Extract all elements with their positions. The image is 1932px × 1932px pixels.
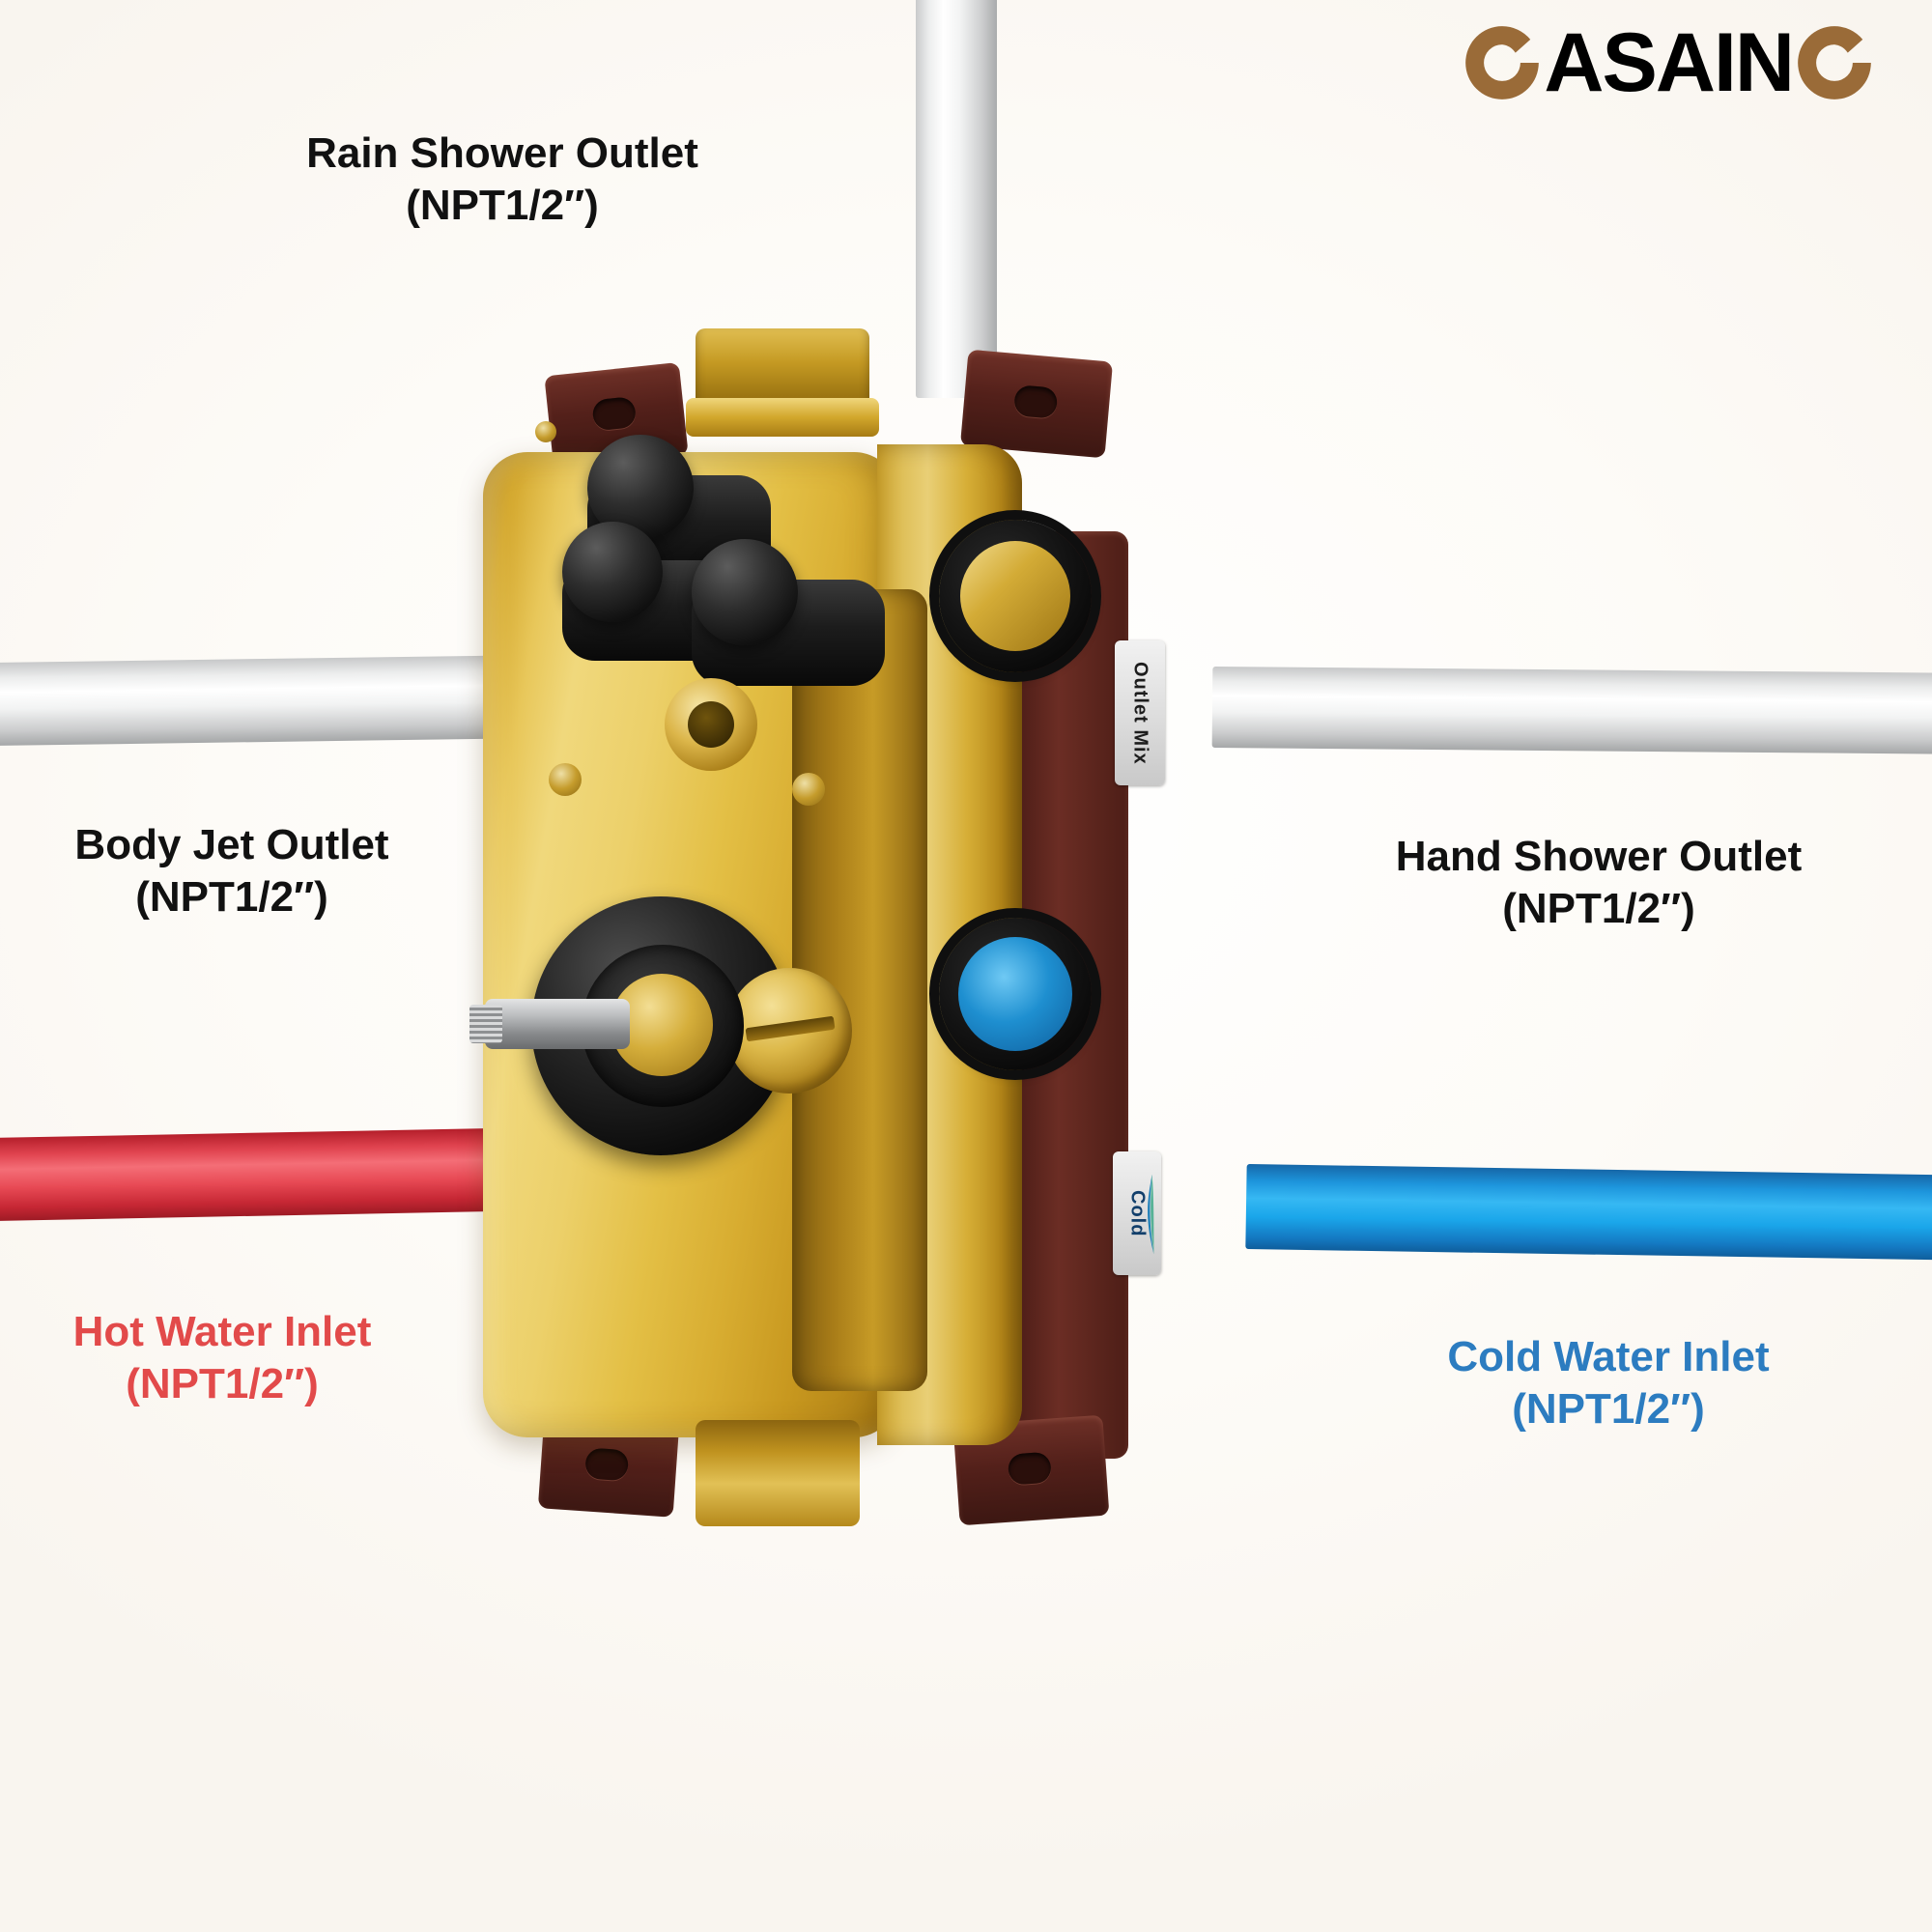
body-jet-pipe (0, 655, 532, 746)
callout-body-jet-outlet: Body Jet Outlet (NPT1/2″) (29, 819, 435, 923)
logo-wordmark: ASAIN (1544, 16, 1795, 109)
valve-face-bore (688, 701, 734, 748)
cold-label-text: Cold (1126, 1189, 1149, 1237)
cold-swoosh-icon (1148, 1174, 1154, 1255)
logo-o-mark-icon (1793, 21, 1876, 104)
diverter-knob-3 (692, 539, 798, 645)
logo-c-mark-icon (1461, 21, 1544, 104)
bottom-port (696, 1420, 860, 1526)
callout-body-jet-title: Body Jet Outlet (74, 821, 389, 868)
callout-hot-water-spec: (NPT1/2″) (126, 1359, 319, 1407)
callout-rain-title: Rain Shower Outlet (306, 129, 698, 177)
callout-cold-water-inlet: Cold Water Inlet (NPT1/2″) (1381, 1331, 1835, 1435)
outlet-mix-label-text: Outlet Mix (1129, 661, 1151, 765)
callout-hot-water-inlet: Hot Water Inlet (NPT1/2″) (29, 1306, 415, 1409)
rain-shower-pipe (916, 0, 997, 398)
cold-inlet-port-bore (958, 937, 1072, 1051)
diverter-knob-2 (562, 522, 663, 622)
rain-port-collar (686, 398, 879, 437)
mounting-bracket-top-right (959, 349, 1114, 459)
callout-cold-water-spec: (NPT1/2″) (1512, 1384, 1705, 1433)
callout-rain-spec: (NPT1/2″) (406, 181, 599, 229)
callout-hot-water-title: Hot Water Inlet (72, 1308, 372, 1355)
valve-sticker-outlet-mix: Outlet Mix (1115, 640, 1165, 785)
bracket-hole-icon (591, 396, 638, 432)
brand-logo: ASAIN (1461, 21, 1876, 104)
cartridge-spline-shaft (485, 999, 630, 1049)
callout-rain-shower-outlet: Rain Shower Outlet (NPT1/2″) (290, 128, 715, 231)
callout-hand-shower-title: Hand Shower Outlet (1395, 833, 1803, 880)
bracket-hole-icon (584, 1447, 630, 1482)
outlet-mix-port-bore (960, 541, 1070, 651)
callout-body-jet-spec: (NPT1/2″) (135, 872, 328, 921)
callout-hand-shower-outlet: Hand Shower Outlet (NPT1/2″) (1348, 831, 1850, 934)
face-screw-icon (535, 421, 556, 442)
face-screw-icon (549, 763, 582, 796)
face-screw-icon (792, 773, 825, 806)
callout-hand-shower-spec: (NPT1/2″) (1502, 884, 1695, 932)
shower-valve-assembly: Outlet Mix Cold (469, 328, 1352, 1546)
bracket-hole-icon (1012, 384, 1059, 419)
callout-cold-water-title: Cold Water Inlet (1447, 1333, 1770, 1380)
cartridge-spline-tip-icon (469, 1005, 502, 1043)
hot-water-pipe (0, 1127, 518, 1221)
bracket-hole-icon (1007, 1451, 1052, 1486)
